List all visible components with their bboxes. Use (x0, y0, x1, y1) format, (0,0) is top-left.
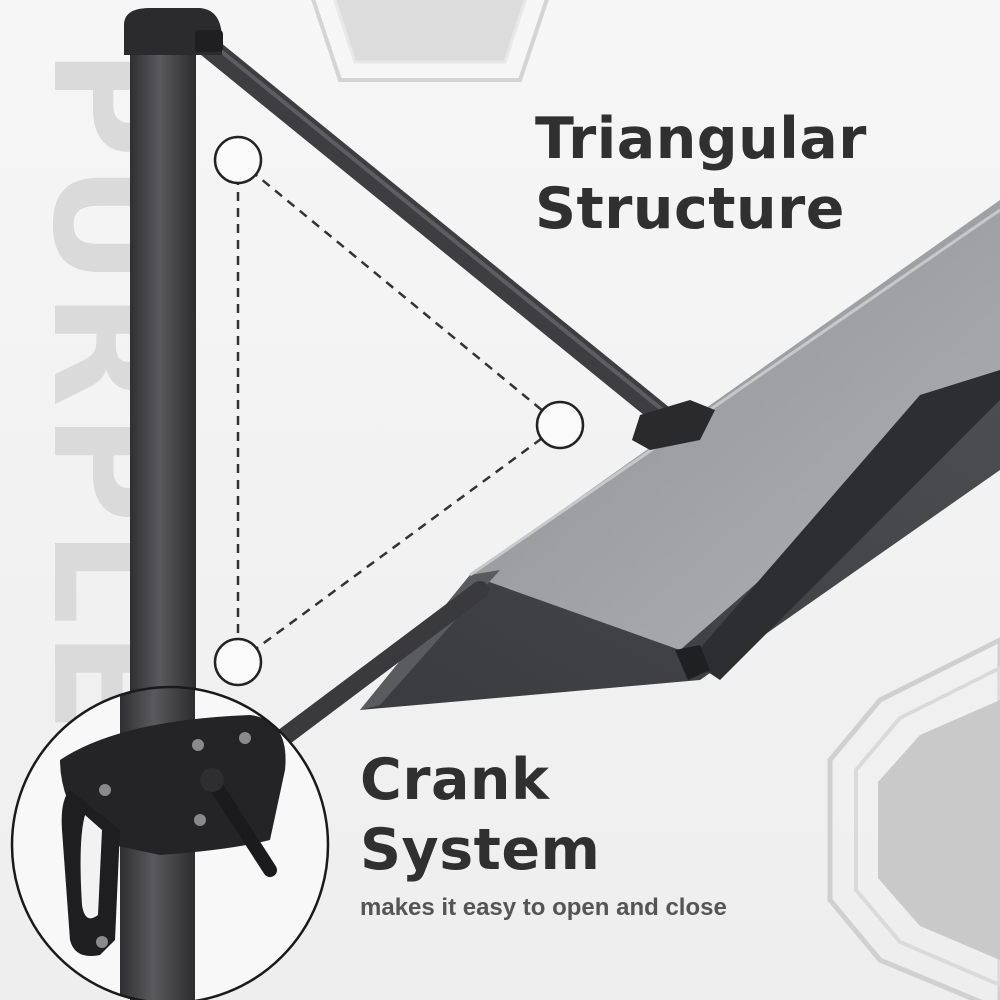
crank-caption: makes it easy to open and close (360, 894, 727, 921)
hexagon-decoration-bottom-right (827, 637, 1000, 1000)
pivot-point-right (535, 400, 585, 450)
feature-title-line-2: Structure (535, 176, 845, 242)
support-arm (189, 29, 715, 749)
pivot-point-bottom (213, 637, 263, 687)
crank-title-line-2: System (360, 817, 601, 883)
crank-handle (205, 773, 277, 877)
hexagon-decoration-top (311, 0, 549, 82)
feature-title-line-1: Triangular (535, 106, 867, 172)
crank-inset-image (10, 685, 330, 1000)
crank-title-line-1: Crank (360, 747, 550, 813)
umbrella-canopy (360, 200, 1000, 710)
pivot-point-top (213, 135, 263, 185)
triangle-diagram (213, 135, 585, 687)
